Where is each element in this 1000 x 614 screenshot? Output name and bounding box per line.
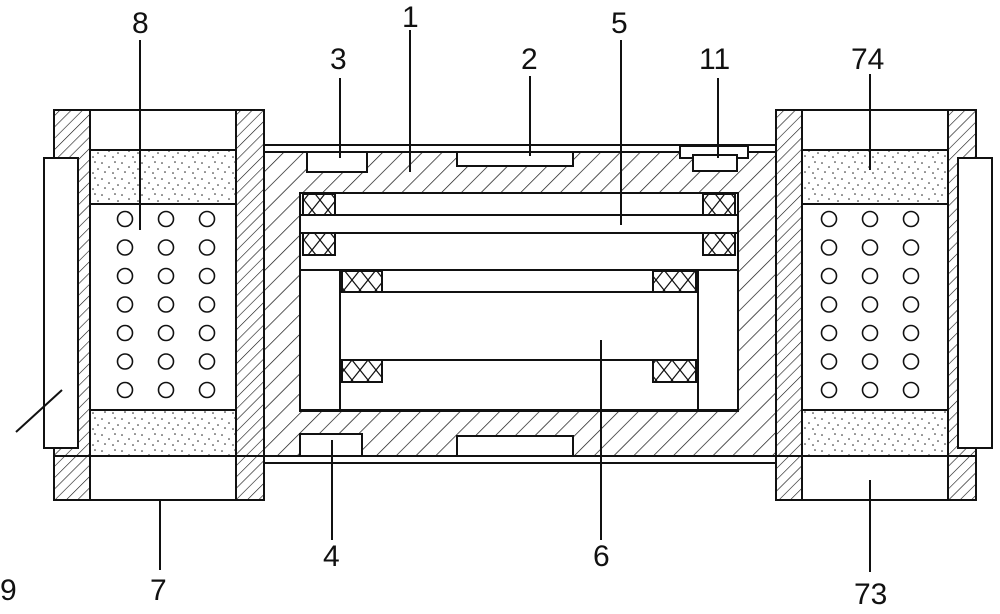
pad-11-inner	[692, 154, 738, 172]
hole	[157, 239, 175, 256]
hole	[198, 210, 216, 228]
label-5: 5	[611, 7, 628, 40]
hole	[820, 267, 838, 285]
label-3: 3	[330, 43, 347, 76]
hole	[820, 210, 838, 228]
side-plate-9	[43, 157, 79, 449]
hole	[902, 324, 920, 342]
hole	[198, 267, 216, 285]
label-74: 74	[851, 43, 884, 76]
hole	[902, 210, 920, 228]
hole	[902, 353, 920, 370]
hole	[116, 353, 134, 370]
label-1: 1	[402, 1, 419, 34]
pad-3	[306, 151, 368, 173]
hole	[861, 381, 879, 399]
label-7: 7	[150, 574, 167, 607]
plate-2	[456, 151, 574, 167]
hole	[157, 267, 175, 285]
hole	[198, 353, 216, 370]
label-6: 6	[593, 540, 610, 573]
body-6	[299, 269, 739, 411]
hole	[861, 353, 879, 370]
hole	[861, 239, 879, 256]
hole	[157, 210, 175, 228]
hole	[861, 324, 879, 342]
hole	[116, 210, 134, 228]
hole	[116, 324, 134, 342]
hole	[820, 324, 838, 342]
hole	[198, 239, 216, 256]
left-hole-array	[116, 210, 216, 399]
label-11: 11	[699, 43, 730, 76]
hole	[157, 353, 175, 370]
label-4: 4	[323, 540, 340, 573]
hole	[116, 296, 134, 313]
hole	[820, 381, 838, 399]
hole	[902, 381, 920, 399]
hole	[902, 239, 920, 256]
label-8: 8	[132, 7, 149, 40]
hole	[198, 324, 216, 342]
hole	[157, 296, 175, 313]
hole	[116, 239, 134, 256]
hole	[198, 296, 216, 313]
hole	[820, 353, 838, 370]
leader-lines	[15, 30, 871, 572]
shaft-5	[300, 193, 738, 256]
hole	[157, 324, 175, 342]
hole	[116, 267, 134, 285]
right-hole-array	[820, 210, 920, 399]
label-73: 73	[854, 578, 887, 611]
label-2: 2	[521, 43, 538, 76]
hole	[820, 239, 838, 256]
left-module	[53, 109, 265, 501]
right-module	[775, 109, 977, 501]
hole	[861, 210, 879, 228]
hole	[902, 267, 920, 285]
hole	[861, 296, 879, 313]
hole	[198, 381, 216, 399]
label-9: 9	[0, 574, 17, 607]
hole	[157, 381, 175, 399]
plate-bottom	[456, 435, 574, 457]
side-plate-right	[957, 157, 993, 449]
hole	[902, 296, 920, 313]
hole	[861, 267, 879, 285]
hole	[116, 381, 134, 399]
hole	[820, 296, 838, 313]
